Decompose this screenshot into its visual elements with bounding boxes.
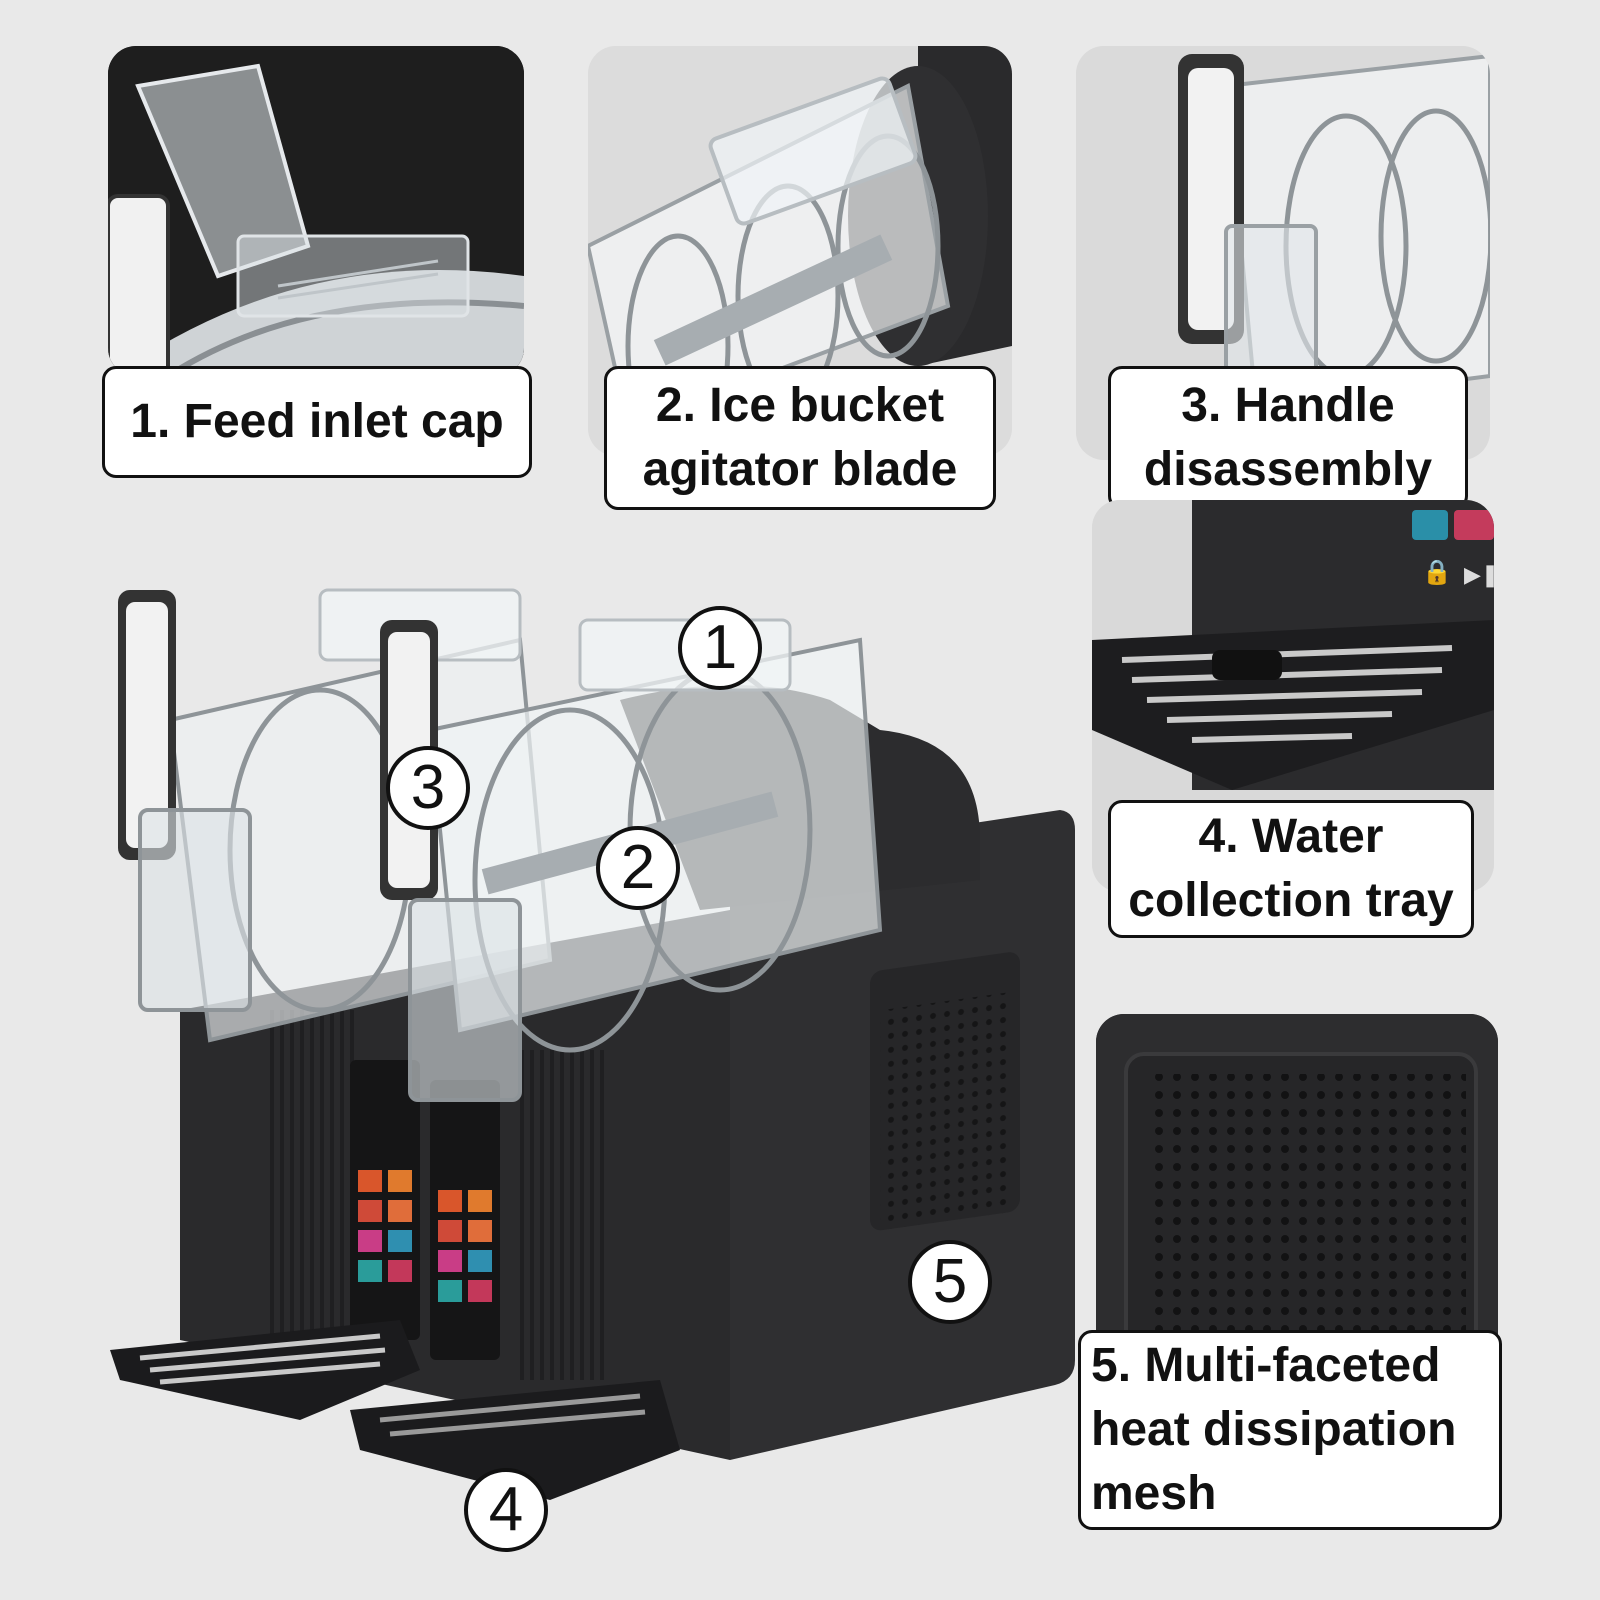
- callout-4: 4: [464, 1468, 548, 1552]
- agitator-blade-label: 2. Ice bucket agitator blade: [604, 366, 996, 510]
- handle-disassembly-label: 3. Handle disassembly: [1108, 366, 1468, 510]
- heat-mesh-label: 5. Multi-faceted heat dissipation mesh: [1078, 1330, 1502, 1530]
- feed-inlet-cap-photo: [108, 46, 524, 376]
- callout-2: 2: [596, 826, 680, 910]
- callout-1: 1: [678, 606, 762, 690]
- svg-text:▶❚: ▶❚: [1464, 563, 1494, 588]
- callout-3: 3: [386, 746, 470, 830]
- svg-text:🔒: 🔒: [1422, 558, 1452, 586]
- slush-machine-main-photo: [100, 580, 1080, 1580]
- agitator-blade-illustration: [588, 46, 1012, 456]
- feed-inlet-cap-label: 1. Feed inlet cap: [102, 366, 532, 478]
- feed-inlet-cap-illustration: [108, 46, 524, 376]
- water-tray-label: 4. Water collection tray: [1108, 800, 1474, 938]
- slush-machine-illustration: [110, 588, 1075, 1500]
- callout-5: 5: [908, 1240, 992, 1324]
